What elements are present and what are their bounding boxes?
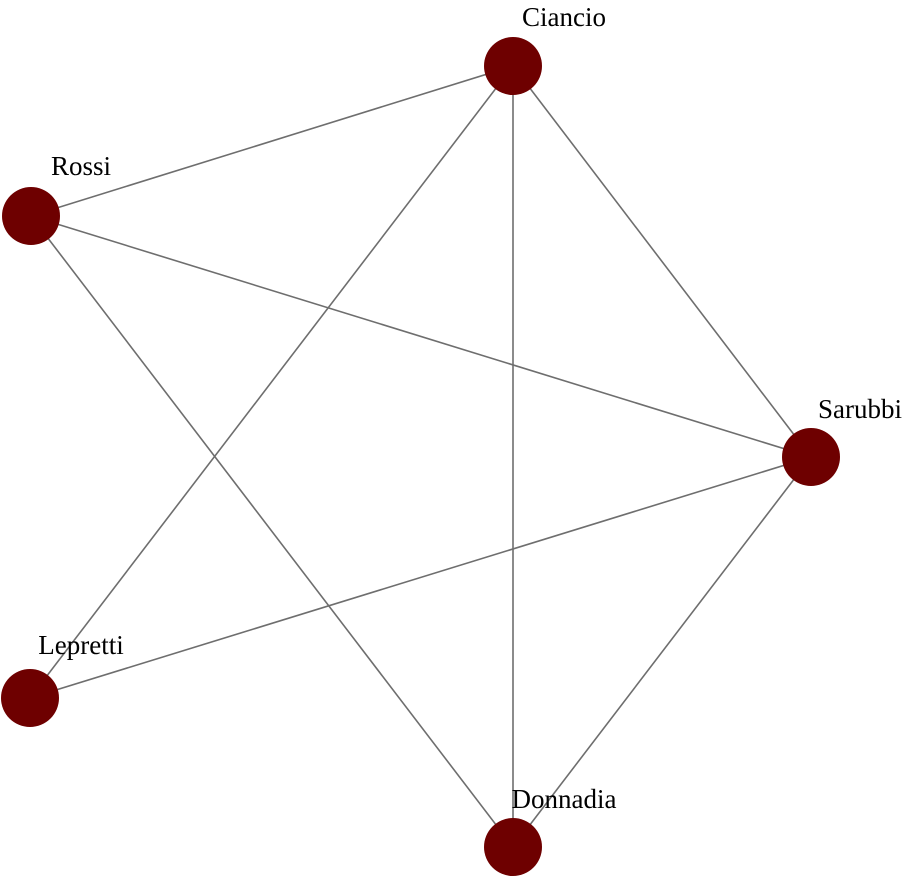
edge-ciancio-lepretti: [29, 65, 514, 699]
node-label-donnadia: Donnadia: [512, 784, 617, 814]
edge-ciancio-sarubbi: [512, 65, 812, 458]
edge-sarubbi-donnadia: [512, 456, 812, 848]
node-rossi[interactable]: [2, 187, 60, 245]
node-label-lepretti: Lepretti: [38, 630, 123, 660]
node-donnadia[interactable]: [484, 818, 542, 876]
edge-rossi-ciancio: [30, 65, 514, 217]
node-sarubbi[interactable]: [782, 428, 840, 486]
edge-sarubbi-lepretti: [29, 456, 812, 699]
edge-rossi-donnadia: [30, 215, 514, 848]
nodes-layer: [1, 37, 840, 876]
node-label-ciancio: Ciancio: [522, 2, 606, 32]
node-label-sarubbi: Sarubbi: [818, 394, 902, 424]
node-label-rossi: Rossi: [51, 151, 111, 181]
node-lepretti[interactable]: [1, 669, 59, 727]
node-ciancio[interactable]: [484, 37, 542, 95]
edges-layer: [29, 65, 812, 848]
edge-rossi-sarubbi: [30, 215, 812, 458]
